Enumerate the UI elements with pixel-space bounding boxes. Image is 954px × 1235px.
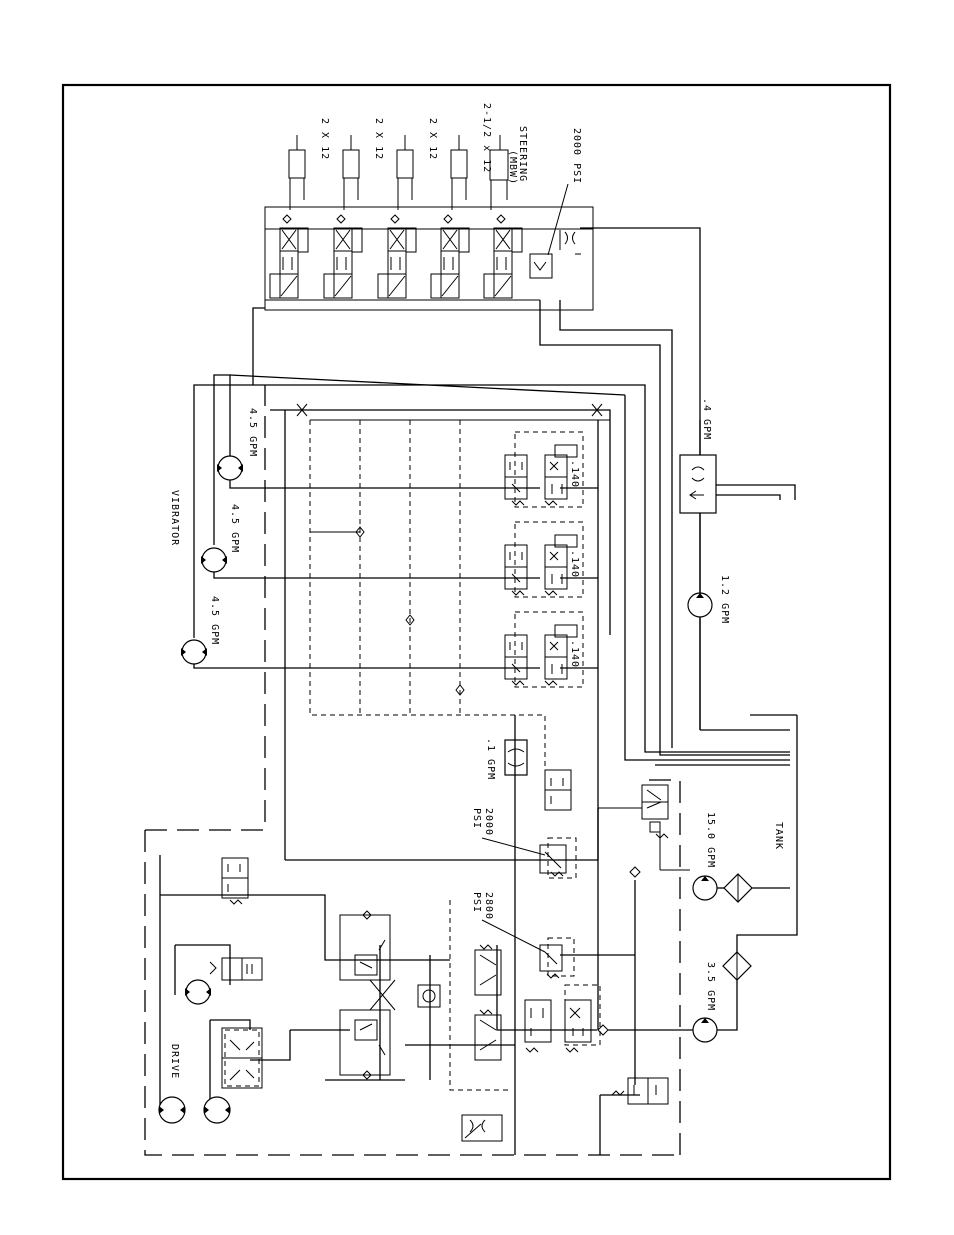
relief-low-psi: 2800	[483, 892, 494, 920]
orifice-label-1: .140	[569, 460, 580, 488]
flow-label-01: .1 GPM	[485, 738, 496, 780]
orifice-01	[505, 740, 527, 775]
relief-low-unit: PSI	[471, 892, 482, 913]
relief-mid-psi: 2000	[483, 808, 494, 836]
pump-35-label: 3.5 GPM	[705, 962, 716, 1011]
vib-motor-label-1: 4.5 GPM	[247, 408, 258, 457]
pilot-lines	[145, 385, 680, 1155]
cylinder-label-1: 2 X 12	[319, 118, 330, 160]
flow-control-04	[680, 455, 716, 513]
pump-15-label: 15.0 GPM	[705, 812, 716, 868]
cylinder-label-2: 2 X 12	[373, 118, 384, 160]
relief-mid-unit: PSI	[471, 808, 482, 829]
cylinder-label-3: 2 X 12	[427, 118, 438, 160]
vib-motor-label-2: 4.5 GPM	[229, 504, 240, 553]
cylinder-label-4: 2-1/2 x 12	[481, 103, 492, 173]
drive-label: DRIVE	[169, 1044, 180, 1079]
drive-lines	[160, 715, 693, 1155]
tank-lines	[737, 715, 797, 952]
mid-valves	[540, 770, 690, 878]
vib-motor-label-3: 4.5 GPM	[209, 596, 220, 645]
control-valve-bank	[265, 207, 593, 310]
steering-sublabel: (MBW)	[507, 150, 518, 185]
drive-valves	[210, 858, 668, 1141]
flow-label-04: .4 GPM	[701, 398, 712, 440]
vibrator-label: VIBRATOR	[169, 490, 180, 546]
orifice-label-2: .140	[569, 550, 580, 578]
relief-top-label: 2000 PSI	[571, 128, 582, 184]
tank-label: TANK	[773, 822, 784, 850]
orifice-label-3: .140	[569, 640, 580, 668]
flow-label-12: 1.2 GPM	[719, 575, 730, 624]
